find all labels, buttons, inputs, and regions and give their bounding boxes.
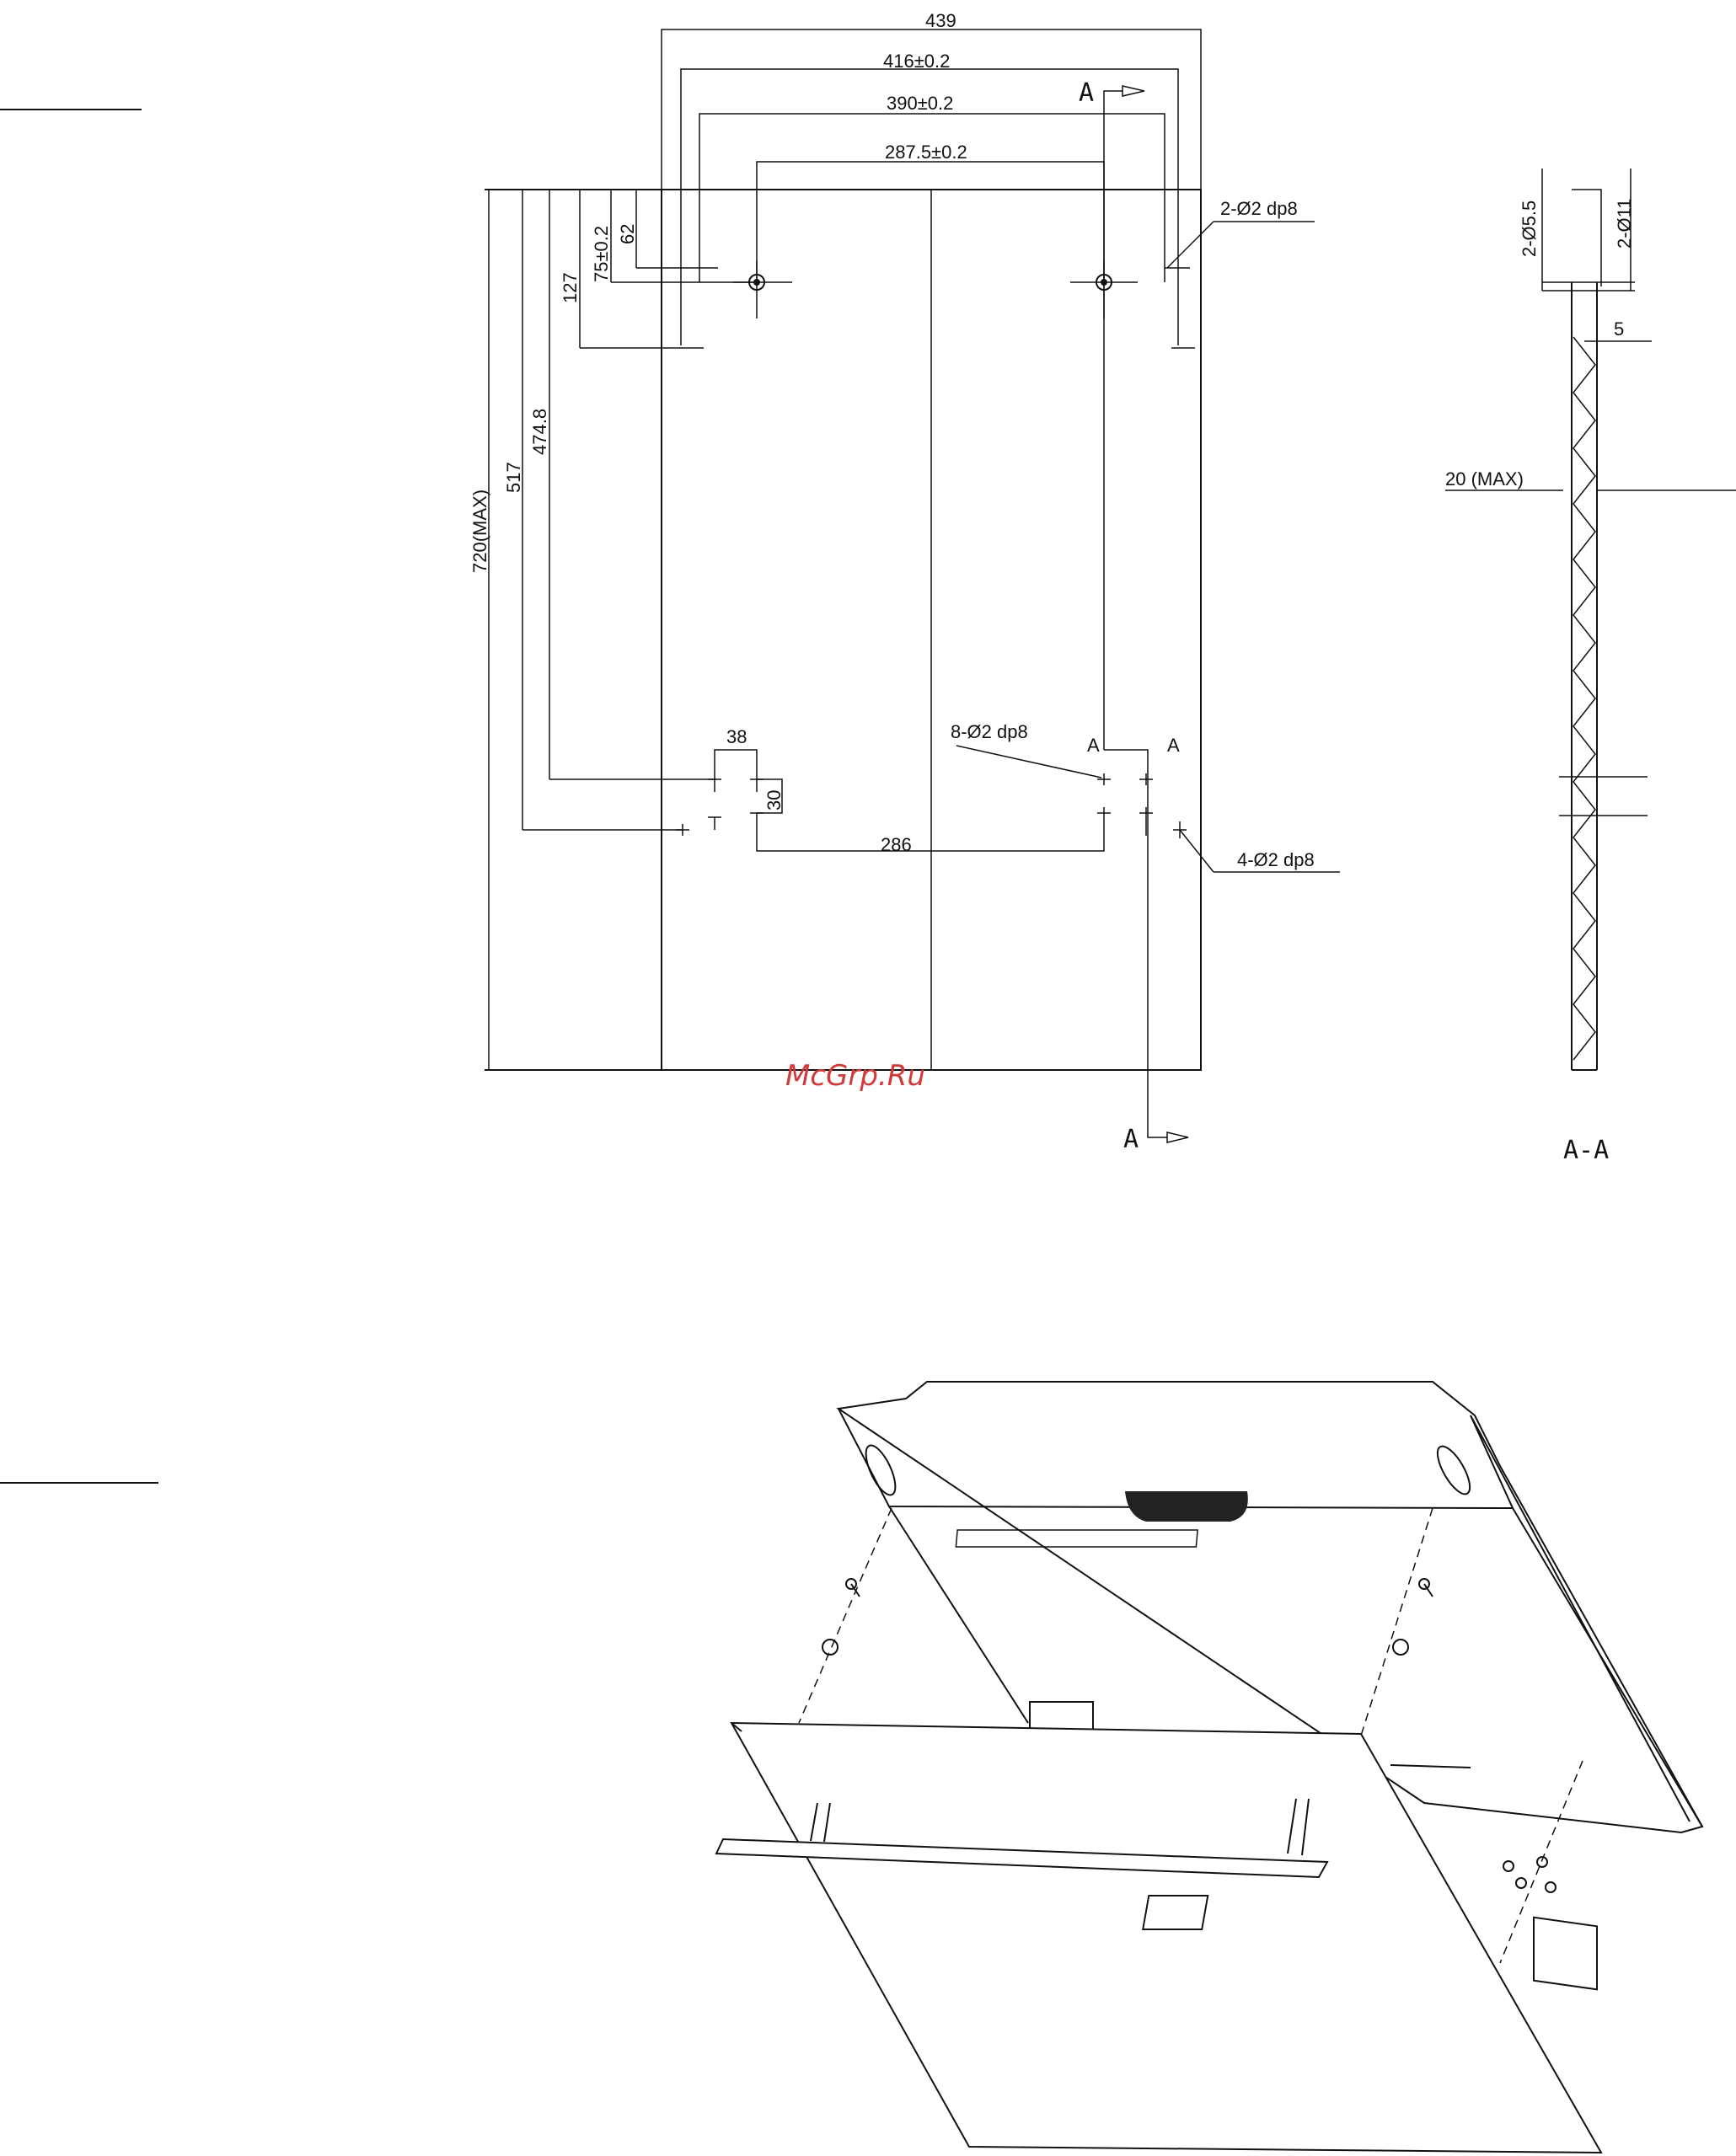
dim-439: 439 <box>925 10 956 31</box>
dim-75: 75±0.2 <box>591 226 612 282</box>
dim-286: 286 <box>881 834 912 855</box>
dim-390: 390±0.2 <box>887 93 953 114</box>
leader-4-holes <box>1180 830 1214 872</box>
dim-11: 2-Ø11 <box>1614 198 1635 249</box>
section-marker-mid-left: A <box>1087 735 1100 756</box>
appliance-edge-left <box>889 1506 1028 1723</box>
section-hatch <box>1573 337 1595 1060</box>
section-view-a-a: 2-Ø5.5 2-Ø11 5 20 (MAX) A-A <box>1445 169 1736 1165</box>
dim-5: 5 <box>1614 318 1624 340</box>
door-bracket <box>1143 1896 1208 1929</box>
section-arrow-bottom <box>1167 1132 1188 1142</box>
dim-517: 517 <box>503 462 524 493</box>
height-dimensions <box>489 190 757 1070</box>
section-marker-mid-right: A <box>1167 735 1180 756</box>
section-arrow-top <box>1123 86 1144 96</box>
dim-20-max: 20 (MAX) <box>1445 468 1524 490</box>
callout-4-holes: 4-Ø2 dp8 <box>1237 849 1315 870</box>
leader-top-holes <box>1167 222 1214 268</box>
door-bracket-plate <box>1534 1918 1597 1990</box>
section-dims <box>1445 169 1736 830</box>
dim-474: 474.8 <box>529 409 550 455</box>
section-hatch-line <box>1573 337 1595 1060</box>
dim-127: 127 <box>560 272 581 303</box>
dim-38: 38 <box>726 726 747 747</box>
section-marker-bottom: A <box>1123 1125 1139 1154</box>
dim-287: 287.5±0.2 <box>885 142 967 163</box>
section-line-top <box>1104 91 1138 282</box>
dim-5-5: 2-Ø5.5 <box>1519 201 1540 257</box>
callout-8-holes: 8-Ø2 dp8 <box>951 721 1028 742</box>
section-marker-top: A <box>1079 78 1094 108</box>
callout-top-holes: 2-Ø2 dp8 <box>1220 198 1298 219</box>
watermark: McGrp.Ru <box>785 1059 925 1093</box>
front-view: 439 416±0.2 390±0.2 287.5±0.2 720(MAX) 5… <box>469 10 1340 1154</box>
dim-30: 30 <box>764 790 785 811</box>
section-title: A-A <box>1563 1136 1609 1165</box>
section-line-mid <box>1104 750 1171 1137</box>
exploded-view <box>716 1382 1702 2153</box>
leader-8-holes <box>956 746 1101 778</box>
appliance-handle <box>1125 1491 1248 1522</box>
dim-416: 416±0.2 <box>883 51 950 72</box>
dim-720: 720(MAX) <box>469 490 490 573</box>
dim-62: 62 <box>617 224 638 244</box>
top-mounting-holes <box>733 261 1195 348</box>
